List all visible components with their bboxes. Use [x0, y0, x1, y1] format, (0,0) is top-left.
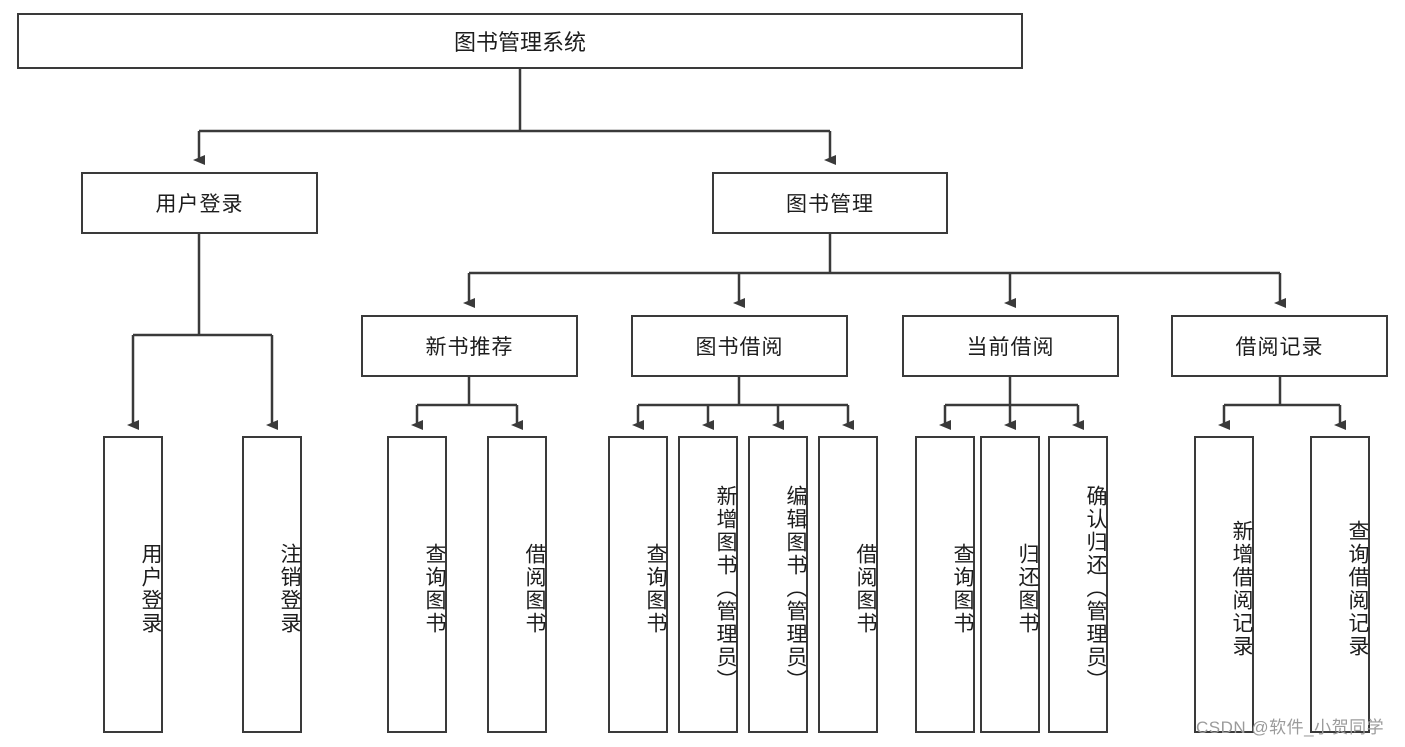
- leaf-query-book-1[interactable]: 查询图书: [387, 436, 447, 733]
- leaf-add-record[interactable]: 新增借阅记录: [1194, 436, 1254, 733]
- leaf-return-book[interactable]: 归还图书: [980, 436, 1040, 733]
- leaf-query-book-2-label: 查询图书: [644, 542, 667, 635]
- leaf-query-record[interactable]: 查询借阅记录: [1310, 436, 1370, 733]
- leaf-query-book-1-label: 查询图书: [423, 542, 446, 635]
- leaf-user-login[interactable]: 用户登录: [103, 436, 163, 733]
- node-book-borrow-label: 图书借阅: [695, 336, 784, 359]
- node-new-book-recommend-label: 新书推荐: [425, 336, 514, 359]
- node-root-label: 图书管理系统: [453, 30, 586, 55]
- leaf-borrow-book-2[interactable]: 借阅图书: [818, 436, 878, 733]
- leaf-confirm-return-label: 确认归还（管理员）: [1084, 485, 1107, 692]
- node-current-borrow[interactable]: 当前借阅: [902, 315, 1119, 377]
- leaf-return-book-label: 归还图书: [1016, 542, 1039, 635]
- node-book-manage-label: 图书管理: [786, 193, 874, 216]
- leaf-borrow-book-2-label: 借阅图书: [854, 542, 877, 635]
- node-book-borrow[interactable]: 图书借阅: [631, 315, 848, 377]
- node-borrow-record-label: 借阅记录: [1235, 336, 1324, 359]
- leaf-add-record-label: 新增借阅记录: [1230, 519, 1253, 658]
- node-user-login-label: 用户登录: [155, 193, 244, 216]
- leaf-edit-book-label: 编辑图书（管理员）: [784, 485, 807, 692]
- node-root[interactable]: 图书管理系统: [17, 13, 1023, 69]
- leaf-edit-book[interactable]: 编辑图书（管理员）: [748, 436, 808, 733]
- node-current-borrow-label: 当前借阅: [966, 336, 1055, 359]
- node-new-book-recommend[interactable]: 新书推荐: [361, 315, 578, 377]
- leaf-borrow-book-1[interactable]: 借阅图书: [487, 436, 547, 733]
- leaf-add-book-label: 新增图书（管理员）: [714, 485, 737, 692]
- watermark: CSDN @软件_小贺同学: [1196, 718, 1385, 737]
- leaf-user-login-label: 用户登录: [139, 542, 162, 635]
- node-user-login[interactable]: 用户登录: [81, 172, 318, 234]
- leaf-borrow-book-1-label: 借阅图书: [523, 542, 546, 635]
- node-book-manage[interactable]: 图书管理: [712, 172, 948, 234]
- node-borrow-record[interactable]: 借阅记录: [1171, 315, 1388, 377]
- leaf-query-record-label: 查询借阅记录: [1346, 519, 1369, 658]
- leaf-add-book[interactable]: 新增图书（管理员）: [678, 436, 738, 733]
- leaf-query-book-3-label: 查询图书: [951, 542, 974, 635]
- leaf-logout-login-label: 注销登录: [278, 542, 301, 635]
- leaf-query-book-2[interactable]: 查询图书: [608, 436, 668, 733]
- leaf-query-book-3[interactable]: 查询图书: [915, 436, 975, 733]
- leaf-confirm-return[interactable]: 确认归还（管理员）: [1048, 436, 1108, 733]
- leaf-logout-login[interactable]: 注销登录: [242, 436, 302, 733]
